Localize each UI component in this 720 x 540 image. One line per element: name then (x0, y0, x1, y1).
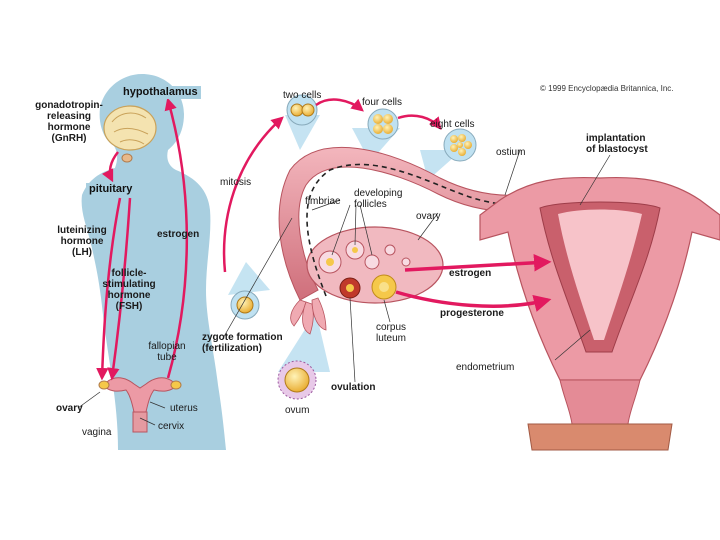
label-ovulation: ovulation (331, 382, 376, 393)
gnrh-arrow (101, 151, 119, 183)
label-ovary-right: ovary (416, 211, 441, 222)
label-corpus-luteum: corpus luteum (375, 322, 406, 344)
label-endometrium: endometrium (456, 362, 515, 373)
label-developing-follicles: developing follicles (354, 188, 403, 210)
label-two-cells: two cells (283, 90, 322, 101)
label-ovum: ovum (285, 405, 310, 416)
pituitary-gland (121, 153, 133, 163)
label-ostium: ostium (496, 147, 526, 158)
zygote-cell (230, 290, 260, 320)
label-eight-cells: eight cells (430, 119, 475, 130)
estrogen-arrow-right (404, 254, 552, 272)
ovum-cell (277, 360, 317, 400)
label-uterus: uterus (170, 403, 198, 414)
label-estrogen-left: estrogen (157, 229, 200, 240)
label-vagina: vagina (82, 427, 112, 438)
label-pituitary: pituitary (86, 183, 136, 196)
corpus-luteum-shape (371, 274, 397, 300)
label-implantation: implantation of blastocyst (586, 133, 648, 155)
lh-arrow (96, 197, 122, 381)
fsh-arrow (107, 197, 132, 381)
label-four-cells: four cells (362, 97, 403, 108)
label-fimbriae: fimbriae (305, 196, 341, 207)
label-gnrh: gonadotropin- releasing hormone (GnRH) (35, 100, 103, 144)
leader-lines (77, 149, 611, 426)
label-fsh: follicle- stimulating hormone (FSH) (102, 268, 156, 312)
label-estrogen-right: estrogen (449, 268, 492, 279)
cervix-shape (559, 379, 641, 425)
label-lh: luteinizing hormone (LH) (57, 225, 107, 258)
follicles (318, 240, 411, 274)
fimbriae-shape (290, 297, 327, 335)
progesterone-arrow-right (395, 290, 552, 312)
body-silhouette (81, 74, 226, 450)
copyright-notice: © 1999 Encyclopædia Britannica, Inc. (540, 84, 674, 93)
cell-two (286, 94, 318, 126)
estrogen-feedback-arrow (164, 97, 189, 379)
label-hypothalamus: hypothalamus (120, 86, 201, 99)
small-reproductive-organs (98, 377, 182, 433)
cell-eight (443, 128, 477, 162)
label-ovary-left: ovary (56, 403, 83, 414)
label-zygote-formation: zygote formation (fertilization) (202, 332, 283, 354)
label-cervix: cervix (158, 421, 185, 432)
label-progesterone: progesterone (440, 308, 504, 319)
vagina-shape (527, 423, 673, 451)
ovulation-site (339, 277, 361, 299)
label-fallopian-tube: fallopian tube (148, 341, 186, 363)
label-mitosis: mitosis (220, 177, 252, 188)
cell-four (367, 108, 399, 140)
